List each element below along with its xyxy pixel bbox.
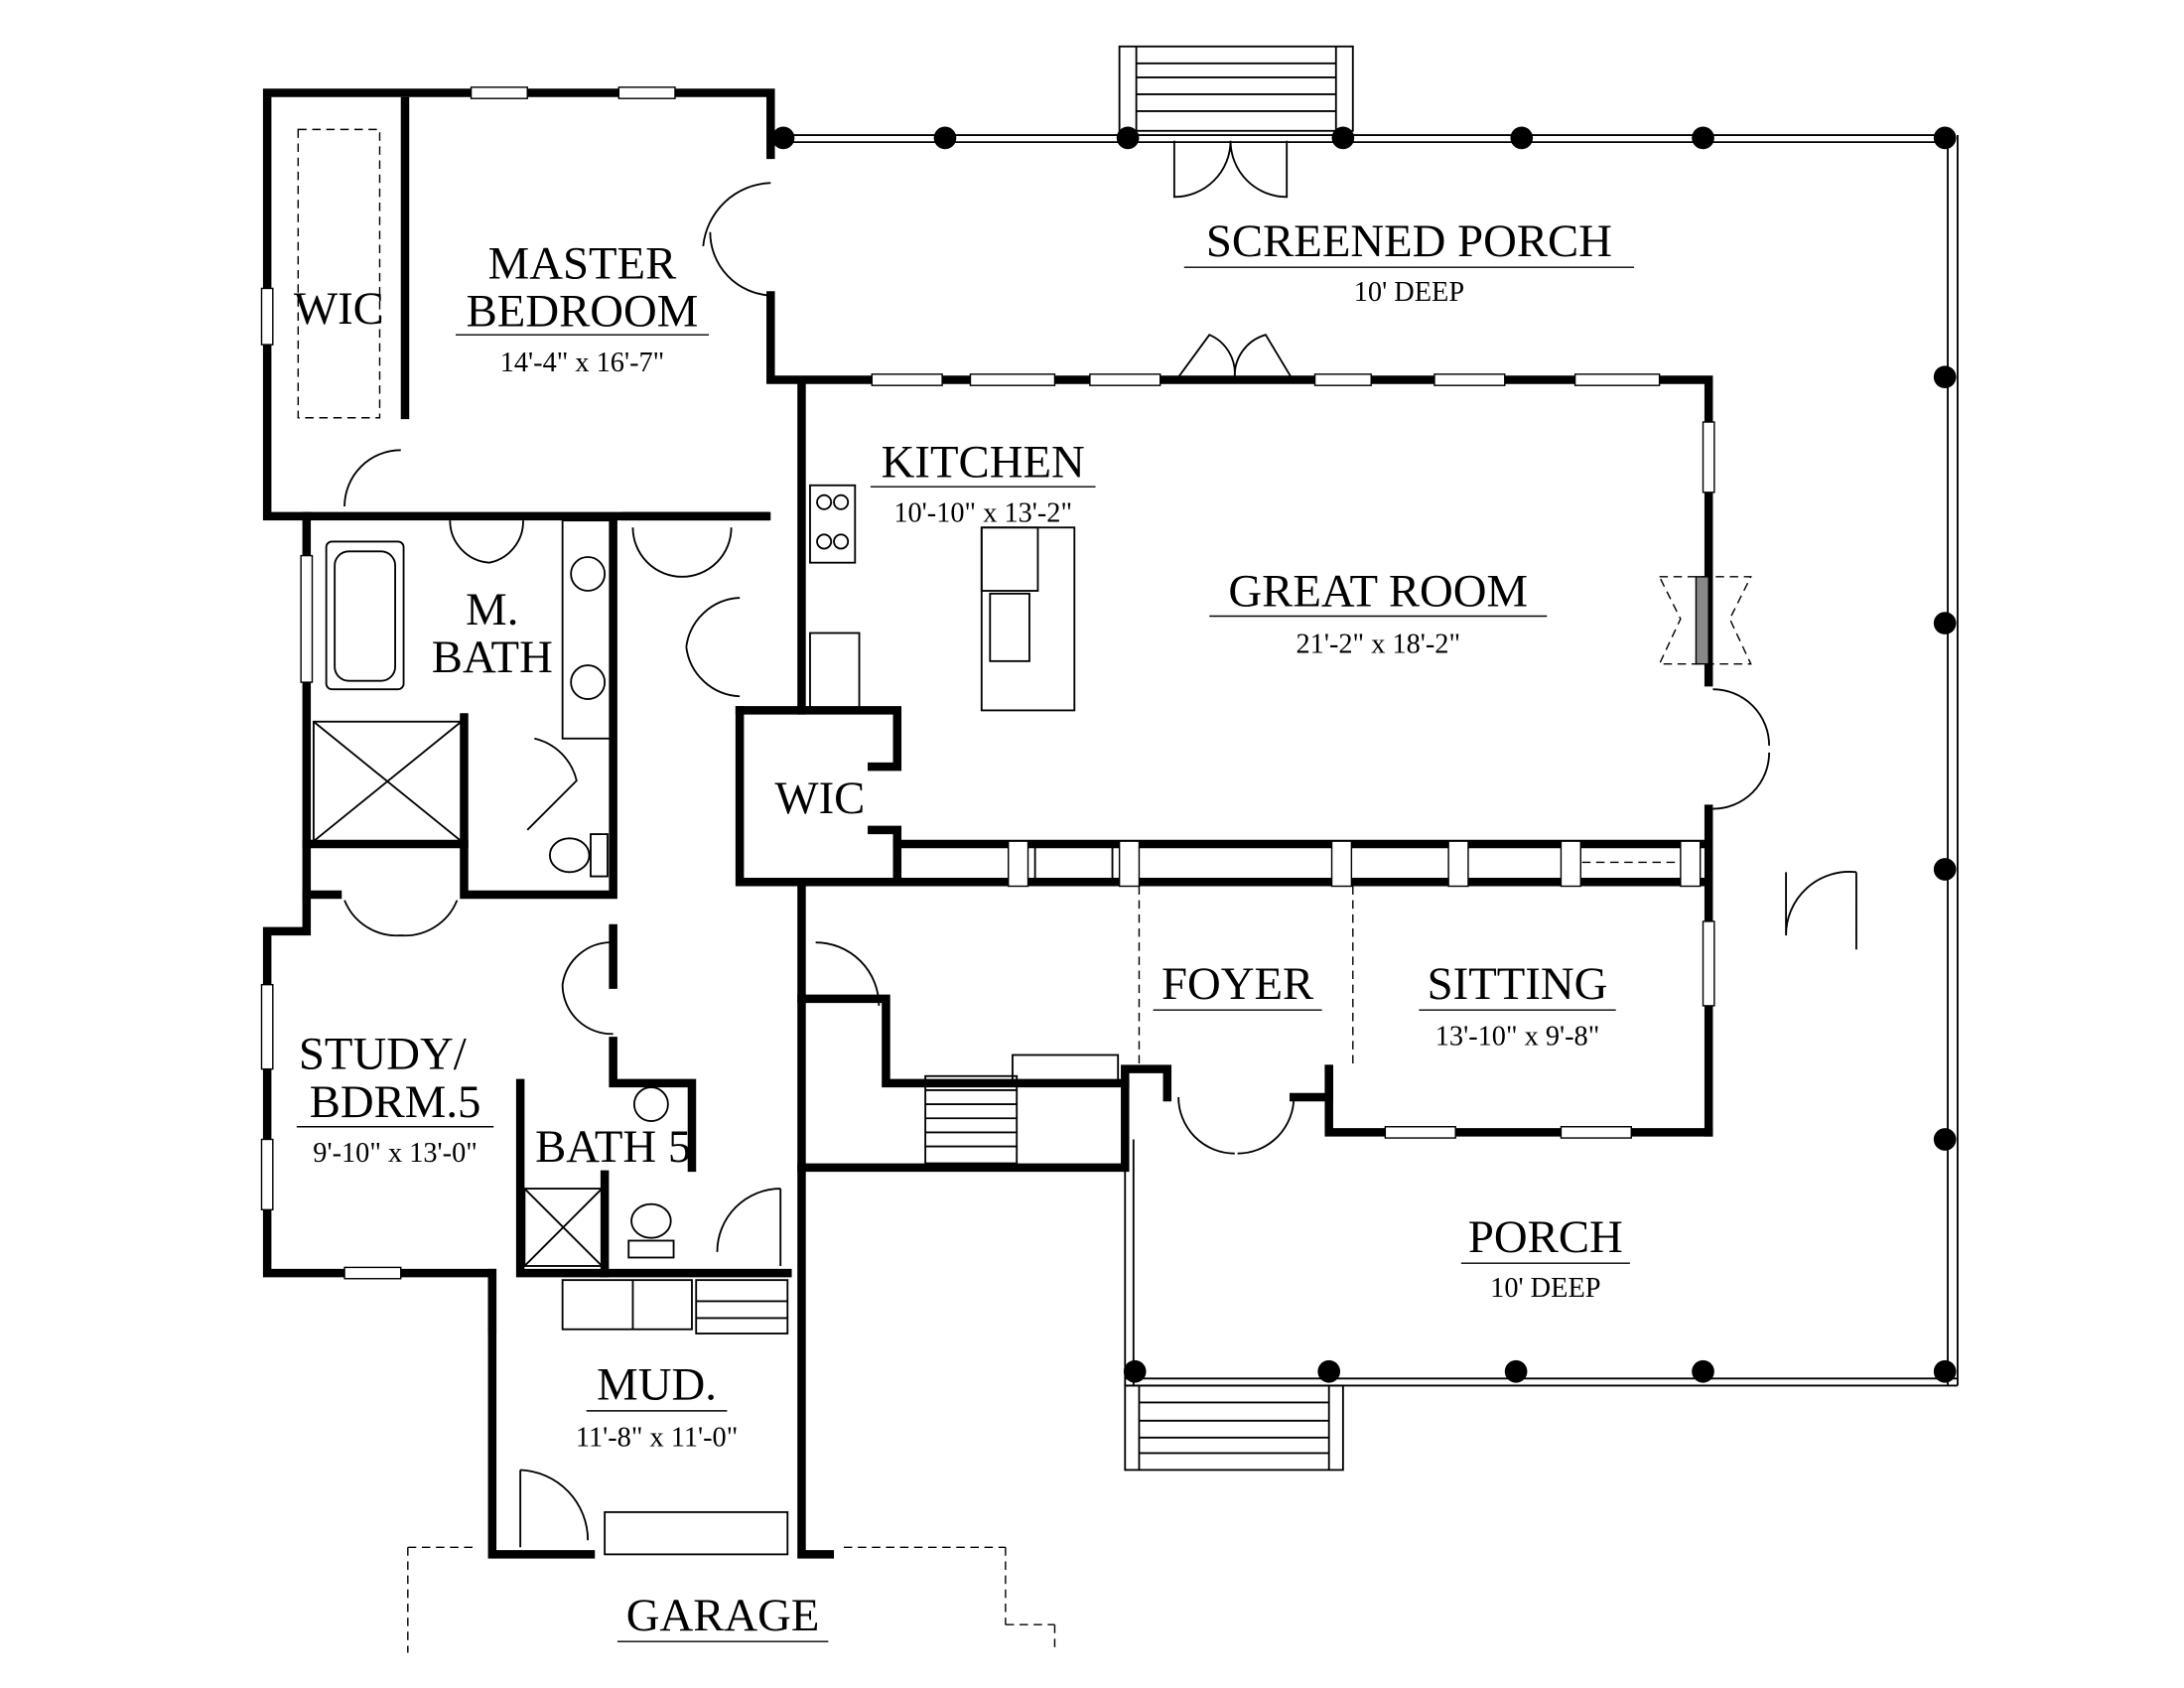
garage-label: GARAGE [626,1590,820,1641]
great-room-label: GREAT ROOM [1228,566,1528,618]
room-foyer: FOYER [1153,958,1322,1011]
room-master-bedroom: MASTER BEDROOM 14'-4" x 16'-7" [455,238,709,378]
room-mud: MUD. 11'-8" x 11'-0" [576,1359,738,1454]
room-porch: PORCH 10' DEEP [1460,1211,1630,1304]
room-sitting: SITTING 13'-10" x 9'-8" [1419,958,1616,1053]
porch-steps-top [1118,45,1354,132]
doors [343,140,1857,1548]
master-bedroom-dims: 14'-4" x 16'-7" [500,348,665,378]
master-bedroom-label-2: BEDROOM [467,286,699,338]
fixtures [297,128,1752,1653]
master-bedroom-label-1: MASTER [488,238,677,290]
porch-dims: 10' DEEP [1490,1273,1600,1304]
kitchen-label: KITCHEN [882,436,1085,488]
master-bath-label-2: BATH [432,632,553,683]
sitting-dims: 13'-10" x 9'-8" [1435,1022,1600,1053]
mud-label: MUD. [597,1359,717,1411]
screened-porch-dims: 10' DEEP [1354,277,1464,308]
great-room-dims: 21'-2" x 18'-2" [1297,629,1461,659]
windows [260,86,1715,1280]
room-kitchen: KITCHEN 10'-10" x 13'-2" [870,436,1096,529]
room-garage: GARAGE [616,1590,829,1642]
mud-dims: 11'-8" x 11'-0" [576,1422,738,1453]
porch-label: PORCH [1468,1211,1623,1263]
room-study: STUDY/ BDRM.5 9'-10" x 13'-0" [296,1029,494,1169]
room-screened-porch: SCREENED PORCH 10' DEEP [1183,215,1635,308]
screened-porch-screen [777,134,1959,1387]
study-label-1: STUDY/ [299,1029,467,1080]
porch-columns [771,126,1957,1383]
sitting-label: SITTING [1428,958,1608,1010]
master-bath-label-1: M. [466,584,518,635]
study-dims: 9'-10" x 13'-0" [313,1138,478,1169]
kitchen-dims: 10'-10" x 13'-2" [893,498,1072,529]
porch-steps-front [1124,1384,1344,1472]
room-great-room: GREAT ROOM 21'-2" x 18'-2" [1209,566,1548,659]
foyer-label: FOYER [1161,958,1314,1010]
wic-label: WIC [774,773,865,824]
study-label-2: BDRM.5 [310,1076,481,1128]
bath5-label: BATH 5 [535,1121,691,1173]
screened-porch-label: SCREENED PORCH [1206,215,1612,267]
master-wic-label: WIC [294,283,384,335]
